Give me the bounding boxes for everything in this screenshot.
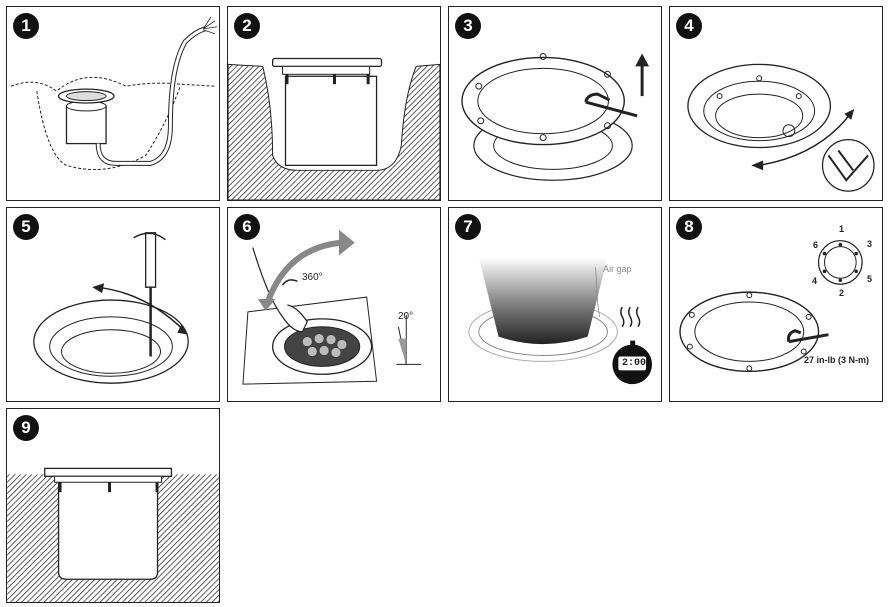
step-3-badge: 3 [455, 13, 481, 39]
step-8-panel: 8 1 2 3 4 5 6 27 in-lb (3 N-m) [669, 207, 883, 402]
step-3-illustration [461, 53, 650, 181]
step-8-badge: 8 [676, 214, 702, 240]
hex-key-icon [787, 329, 829, 344]
bolt-label-6: 6 [813, 240, 819, 250]
light-fixture-body [65, 105, 107, 145]
step-1-panel: 1 [6, 6, 220, 201]
step-5-illustration [33, 232, 189, 384]
bolt-label-1: 1 [839, 224, 845, 234]
hex-key-icon [584, 92, 638, 118]
light-fixture-body [57, 479, 159, 580]
timer-display: 2:00 [622, 358, 647, 369]
bolt-label-2: 2 [839, 288, 845, 298]
air-gap-label: Air gap [603, 264, 632, 274]
step-9-badge: 9 [13, 415, 39, 441]
step-2-panel: 2 [227, 6, 441, 201]
hand-icon [252, 247, 308, 333]
step-9-illustration [7, 467, 219, 602]
rotate-360-icon [281, 279, 298, 286]
rotation-label: 360° [302, 272, 323, 283]
torque-label: 27 in-lb (3 N-m) [804, 355, 870, 365]
bolt-label-4: 4 [812, 276, 818, 286]
rotate-arrow-icon [759, 113, 851, 167]
step-6-panel: 6 360° 20° [227, 207, 441, 402]
step-5-badge: 5 [13, 214, 39, 240]
bolt-label-5: 5 [867, 274, 873, 284]
curved-arrow-icon [264, 239, 343, 304]
step-6-illustration [242, 229, 422, 385]
step-1-badge: 1 [13, 13, 39, 39]
light-beam [478, 257, 608, 345]
step-1-illustration [10, 16, 217, 170]
step-9-panel: 9 [6, 408, 220, 603]
step-5-panel: 5 [6, 207, 220, 402]
step-7-badge: 7 [455, 214, 481, 240]
rotate-arrow-icon [133, 232, 166, 241]
bolt-sequence-diagram [817, 240, 863, 285]
step-4-illustration [687, 63, 875, 192]
light-fixture-body [284, 75, 378, 167]
tilt-angle-label: 20° [398, 311, 414, 322]
heat-waves-icon [620, 306, 641, 328]
step-7-panel: 7 Air gap 2:00 [448, 207, 662, 402]
step-4-badge: 4 [676, 13, 702, 39]
step-7-illustration [468, 257, 652, 385]
step-4-panel: 4 [669, 6, 883, 201]
screwdriver-icon [145, 232, 157, 288]
soil-hatched [228, 63, 440, 200]
step-2-badge: 2 [234, 13, 260, 39]
step-2-illustration [228, 57, 440, 200]
tilt-angle-icon [398, 338, 407, 365]
step-6-badge: 6 [234, 214, 260, 240]
step-3-panel: 3 [448, 6, 662, 201]
step-8-illustration [679, 240, 863, 373]
bolt-label-3: 3 [867, 239, 873, 249]
